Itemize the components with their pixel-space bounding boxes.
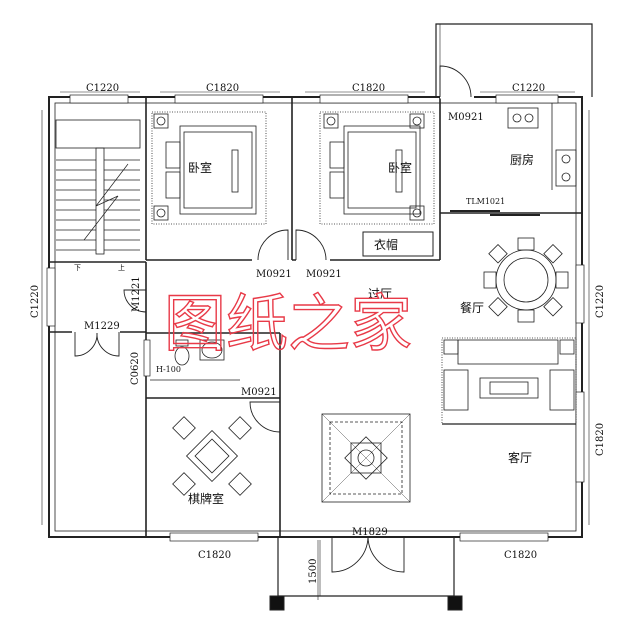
room-label-living: 客厅 [508,450,532,465]
window-code-top-bedroom1: C1820 [206,83,239,94]
door-code-stair: M1221 [131,276,142,312]
door-code-chess: M0921 [241,387,277,398]
stair-down-label: 下 [74,264,81,272]
room-label-kitchen: 厨房 [510,152,534,167]
window-left-stair [46,267,56,327]
chess-table [172,416,252,496]
porch-column-left [269,595,285,611]
hall-floor-pattern [321,413,411,503]
stair-up-label: 上 [118,263,125,272]
window-bottom-living [459,532,549,542]
kitchen-fixtures [507,103,577,190]
door-code-kitchen: M0921 [448,112,484,123]
window-code-bottom-living: C1820 [504,550,537,561]
room-label-dining: 餐厅 [460,300,484,315]
window-code-bath-small: C0620 [130,352,141,385]
sofa-set [441,337,577,425]
window-top-bedroom2 [319,94,409,104]
door-code-bedroom1: M0921 [256,269,292,280]
window-bath-small [143,339,151,377]
windows [46,94,585,542]
window-code-top-bedroom2: C1820 [352,83,385,94]
bath-fixture-label: H-100 [156,365,181,374]
room-label-closet: 衣帽 [374,237,398,252]
room-label-hall: 过厅 [368,287,392,301]
window-right-living [575,391,585,483]
window-bottom-chess [169,532,259,542]
bed-1 [151,111,267,225]
room-label-bedroom1: 卧室 [188,160,212,175]
porch-depth-dimension: 1500 [308,559,319,584]
window-code-bottom-chess: C1820 [198,550,231,561]
door-code-side-entrance: M1229 [84,321,120,332]
window-top-bedroom1 [174,94,264,104]
door-code-main-entrance: M1829 [352,527,388,538]
window-top-stair [69,94,129,104]
room-label-bedroom2: 卧室 [388,160,412,175]
door-code-kitchen-sliding: TLM1021 [466,197,505,206]
window-top-kitchen [495,94,559,104]
interior-walls [49,97,582,537]
watermark: 图纸之家 [164,287,412,360]
window-right-dining [575,264,585,324]
dining-table [483,237,569,323]
window-code-top-stair: C1220 [86,83,119,94]
window-code-right-living: C1820 [595,423,606,456]
porch-column-right [447,595,463,611]
bed-2 [319,111,435,225]
dimension-lines [41,91,590,596]
window-code-left-stair: C1220 [30,285,41,318]
staircase [55,119,141,255]
doors [74,65,540,573]
room-label-chess: 棋牌室 [188,491,224,506]
door-code-bedroom2: M0921 [306,269,342,280]
porch [269,537,463,611]
window-code-right-dining: C1220 [595,285,606,318]
bathroom-fixtures [150,339,240,381]
window-code-top-kitchen: C1220 [512,83,545,94]
